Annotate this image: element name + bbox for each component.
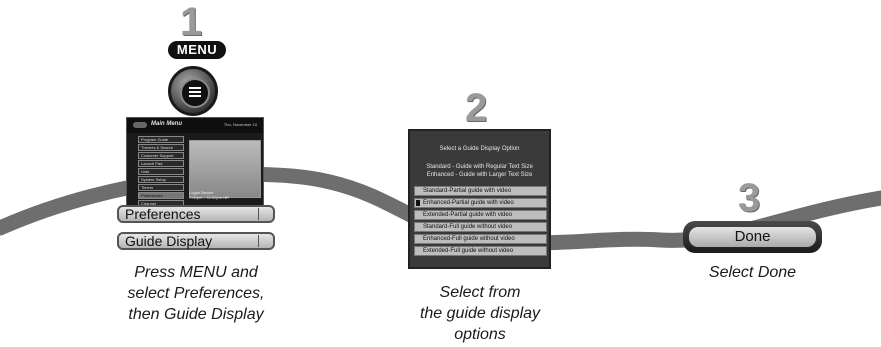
menu-lines-icon[interactable] (168, 66, 218, 116)
guide-option-label: Extended-Full guide without video (423, 248, 514, 254)
step-1-caption: Press MENU and select Preferences, then … (127, 264, 265, 323)
tv-menu-item: Lists (138, 168, 184, 175)
tv-screen-main-menu: Main Menu Thu, November 10 Program Guide… (126, 117, 264, 209)
guide-option-row[interactable]: Standard-Partial guide with video (414, 186, 547, 196)
program-preview-caption: Logan Becker 7:00pm – 11:00pm NR (189, 190, 229, 200)
guide-option-row[interactable]: Standard-Full guide without video (414, 222, 547, 232)
tv-menu-item: Program Guide (138, 136, 184, 143)
guide-option-label: Standard-Partial guide with video (423, 188, 512, 194)
step-2-number: 2 (465, 86, 488, 130)
tv-menu-title: Main Menu (151, 121, 182, 127)
options-note-standard: Standard - Guide with Regular Text Size (426, 164, 533, 170)
done-button[interactable]: Done (683, 221, 822, 253)
guide-option-label: Enhanced-Partial guide with video (423, 200, 514, 206)
done-label: Done (689, 227, 816, 247)
tv-menu-item: Launch Pad (138, 160, 184, 167)
guide-option-row[interactable]: Extended-Partial guide with video (414, 210, 547, 220)
guide-display-options-panel: Select a Guide Display Option Standard -… (408, 129, 551, 269)
tv-date: Thu, November 10 (223, 122, 257, 127)
tv-menu-item: System Setup (138, 176, 184, 183)
tv-menu-item: Timers (138, 184, 184, 191)
tv-menu-item: Preferences (138, 192, 184, 199)
tv-menu-item: Customer Support (138, 152, 184, 159)
step-3-number: 3 (738, 176, 761, 220)
options-panel-title: Select a Guide Display Option (439, 146, 520, 152)
provider-logo-icon (133, 122, 147, 128)
guide-display-button[interactable]: Guide Display (117, 232, 275, 250)
checkbox-checked-icon (416, 200, 420, 206)
guide-option-label: Enhanced-Full guide without video (423, 236, 515, 242)
tv-menu-item: Themes & Search (138, 144, 184, 151)
step-1-number: 1 (180, 0, 203, 44)
preferences-label: Preferences (125, 206, 201, 222)
guide-option-row[interactable]: Enhanced-Full guide without video (414, 234, 547, 244)
step-2-caption: Select from the guide display options (419, 284, 541, 343)
options-note-enhanced: Enhanced - Guide with Larger Text Size (426, 172, 533, 178)
guide-option-label: Standard-Full guide without video (423, 224, 513, 230)
step-3-caption: Select Done (708, 264, 797, 281)
guide-display-label: Guide Display (125, 233, 213, 249)
guide-option-row[interactable]: Enhanced-Partial guide with video (414, 198, 547, 208)
guide-option-label: Extended-Partial guide with video (423, 212, 513, 218)
preferences-button[interactable]: Preferences (117, 205, 275, 223)
menu-label: MENU (168, 41, 226, 59)
program-preview-image (189, 140, 261, 198)
guide-option-row[interactable]: Extended-Full guide without video (414, 246, 547, 256)
